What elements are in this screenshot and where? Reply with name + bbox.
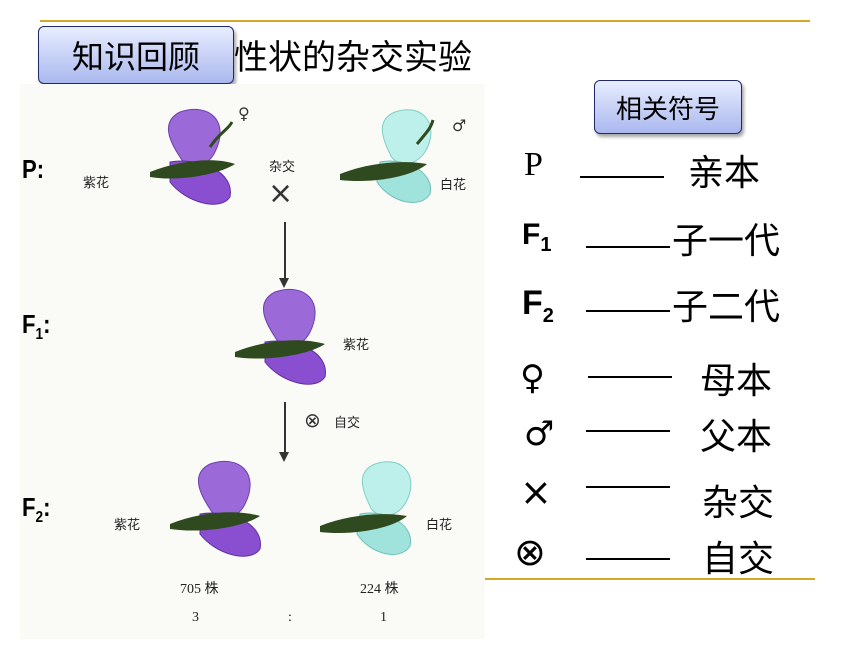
page-title: 性状的杂交实验 <box>234 38 472 78</box>
legend-badge: 相关符号 <box>594 80 742 134</box>
legend-self-term: 自交 <box>702 539 775 580</box>
legend-f2-symbol: F2 <box>522 284 554 327</box>
bottom-rule <box>485 578 815 580</box>
cross-label: 杂交 <box>269 160 296 175</box>
cross-diagram: P: F1: F2: ♀ ♂ 紫花 白花 杂交 × 紫花 ⊗ 自交 紫 <box>20 84 485 639</box>
gen-f2-label: F2: <box>22 492 51 527</box>
arrow-p-f1 <box>284 222 286 280</box>
male-icon: ♂ <box>524 414 555 454</box>
ratio-left: 3 <box>192 610 199 625</box>
white-label-f2: 白花 <box>426 518 453 533</box>
legend-f1-term: 子一代 <box>672 221 781 262</box>
legend-dash <box>586 430 670 432</box>
title-badge: 知识回顾 <box>38 26 234 84</box>
purple-flower-icon <box>235 288 326 385</box>
legend-dash <box>586 486 670 488</box>
legend-dash <box>586 558 670 560</box>
arrow-head-p-f1 <box>279 278 289 288</box>
cross-icon: × <box>520 470 552 514</box>
legend-p-symbol: P <box>524 146 543 183</box>
legend-dash <box>588 376 672 378</box>
top-rule <box>40 20 810 22</box>
legend-cross-term: 杂交 <box>702 483 775 524</box>
ratio-right: 1 <box>380 610 387 625</box>
legend-f1-symbol: F1 <box>522 218 552 256</box>
legend-p-term: 亲本 <box>688 153 761 194</box>
female-icon: ♀ <box>520 358 545 398</box>
gen-p-label: P: <box>22 154 45 184</box>
title-badge-text: 知识回顾 <box>71 38 200 76</box>
white-flower-icon <box>340 109 435 203</box>
white-flower-icon <box>320 461 412 555</box>
self-symbol-small: ⊗ <box>304 408 321 432</box>
gen-f1-label: F1: <box>22 309 51 344</box>
purple-label-p: 紫花 <box>83 176 110 191</box>
female-symbol-small: ♀ <box>238 104 250 123</box>
legend-female-term: 母本 <box>700 361 773 402</box>
legend-f2-term: 子二代 <box>672 287 781 328</box>
purple-label-f2: 紫花 <box>114 518 141 533</box>
cross-symbol-small: × <box>268 176 294 211</box>
male-symbol-small: ♂ <box>452 116 467 135</box>
arrow-f1-f2 <box>284 402 286 454</box>
purple-label-f1: 紫花 <box>343 338 370 353</box>
self-label: 自交 <box>334 416 361 431</box>
legend-dash <box>580 176 664 178</box>
self-cross-icon: ⊗ <box>514 530 546 574</box>
purple-flower-icon <box>170 460 261 557</box>
ratio-colon: : <box>288 610 292 625</box>
legend-dash <box>586 246 670 248</box>
white-label-p: 白花 <box>440 178 467 193</box>
purple-flower-icon <box>150 108 235 205</box>
legend-dash <box>586 310 670 312</box>
count-white: 224 株 <box>360 582 399 597</box>
arrow-head-f1-f2 <box>279 452 289 462</box>
legend-badge-text: 相关符号 <box>615 94 720 125</box>
legend-male-term: 父本 <box>700 417 773 458</box>
count-purple: 705 株 <box>180 582 219 597</box>
